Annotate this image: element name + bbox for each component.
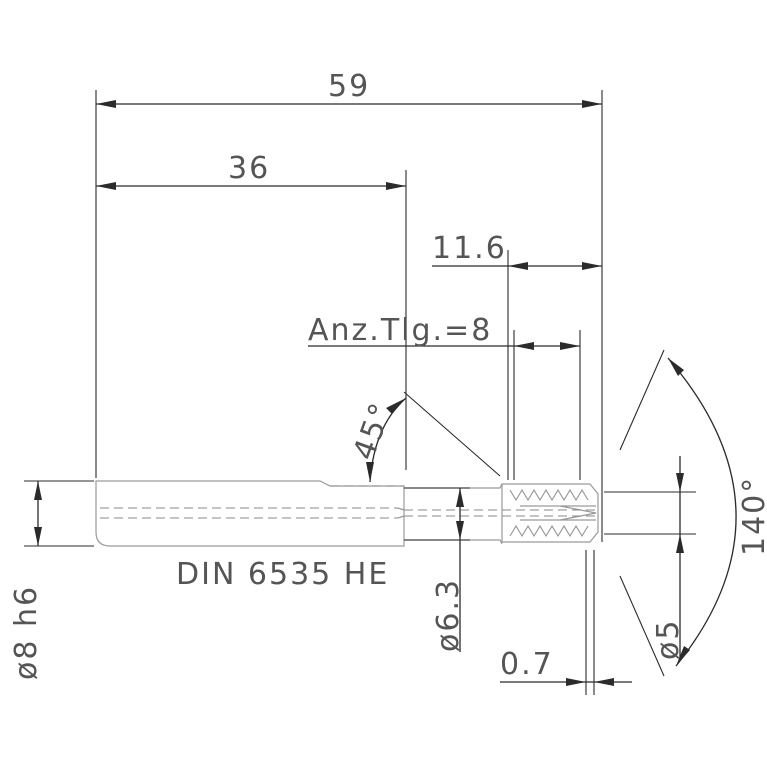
bore-step <box>397 507 405 519</box>
dim-label-point-angle: 140° <box>737 476 767 556</box>
dim-label-teeth-count: Anz.Tlg.=8 <box>308 313 492 348</box>
dimension-shank-diameter: ø8 h6 <box>9 481 44 680</box>
dimension-36: 36 <box>96 151 406 190</box>
tool-body <box>95 480 600 547</box>
dim-label-neck-diameter: ø6.3 <box>431 578 466 652</box>
dimension-teeth-count: Anz.Tlg.=8 <box>308 313 580 350</box>
dimension-0-7: 0.7 <box>500 647 632 686</box>
dimension-140-degree: 140° <box>667 357 767 667</box>
dimension-11-6: 11.6 <box>432 231 602 270</box>
tip-outline <box>501 483 599 543</box>
shank-standard-label: DIN 6535 HE <box>176 557 389 592</box>
dim-label-tip-diameter: ø5 <box>651 619 686 660</box>
tip-teeth <box>509 488 597 538</box>
neck-outline <box>404 483 503 545</box>
dim-label-chamfer-angle: 45° <box>347 397 400 465</box>
dimension-tip-diameter: ø5 <box>651 456 686 660</box>
extension-lines <box>24 90 696 695</box>
dimension-45-degree: 45° <box>347 397 407 483</box>
dim-label-shank-length: 36 <box>228 151 270 186</box>
dim-label-offset: 0.7 <box>500 647 554 682</box>
dim-label-shank-diameter: ø8 h6 <box>9 585 44 680</box>
dim-label-overall-length: 59 <box>328 69 370 104</box>
coolant-bore <box>100 507 600 519</box>
shank-outline <box>95 480 405 547</box>
dimension-neck-diameter: ø6.3 <box>431 488 466 652</box>
dimension-59: 59 <box>96 69 602 108</box>
dim-label-tip-length: 11.6 <box>432 231 507 266</box>
